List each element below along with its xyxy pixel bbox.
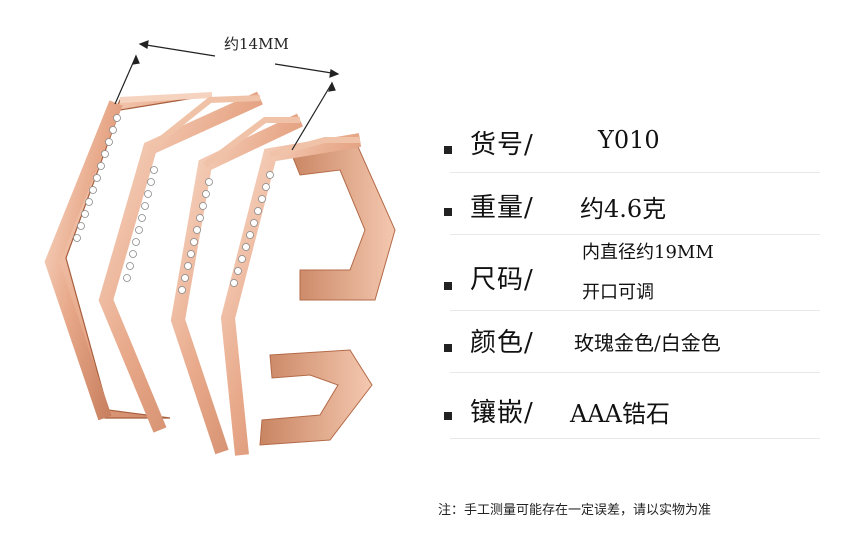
sku-value: Y010 (598, 126, 660, 154)
divider (450, 372, 820, 373)
sku-label: 货号/ (470, 130, 534, 160)
divider (450, 438, 820, 439)
dimension-arrows (114, 40, 340, 151)
size-value-line2: 开口可调 (582, 282, 654, 303)
size-value-line1: 内直径约19MM (582, 242, 714, 263)
weight-label: 重量/ (470, 193, 534, 223)
weight-value: 约4.6克 (580, 195, 667, 223)
ring-band-1 (44, 92, 213, 421)
disclaimer-note: 注：手工测量可能存在一定误差，请以实物为准 (438, 503, 712, 518)
divider (450, 310, 820, 311)
dimension-label: 约14MM (224, 35, 289, 53)
zircon-stones (73, 114, 274, 294)
bullet-icon (444, 282, 452, 290)
ring-band-2 (98, 91, 263, 433)
bullet-icon (444, 412, 452, 420)
bullet-icon (444, 208, 452, 216)
divider (450, 234, 820, 235)
ring-illustration (44, 40, 396, 456)
size-label: 尺码/ (470, 265, 534, 295)
bullet-icon (444, 344, 452, 352)
color-value: 玫瑰金色/白金色 (574, 331, 721, 355)
setting-value: AAA锆石 (570, 400, 670, 428)
ring-product-image: 约14MM (44, 35, 396, 456)
setting-label: 镶嵌/ (470, 398, 534, 428)
divider (450, 172, 820, 173)
bullet-icon (444, 146, 452, 154)
color-label: 颜色/ (470, 328, 534, 358)
